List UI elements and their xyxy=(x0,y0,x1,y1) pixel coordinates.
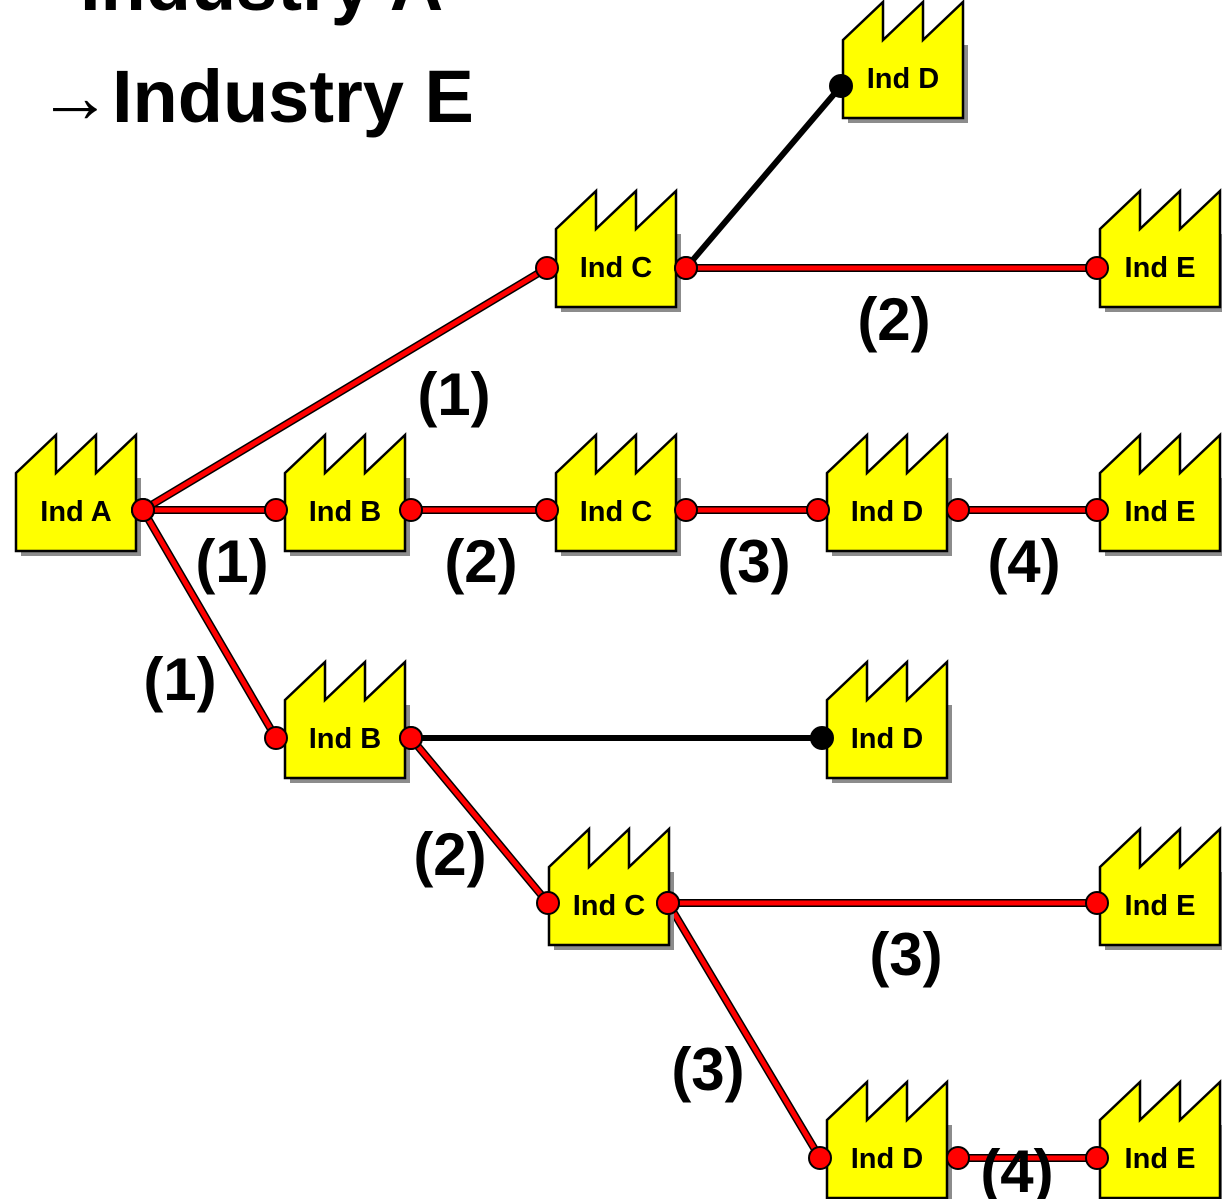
factory-node-d4: Ind D xyxy=(825,1079,952,1199)
factory-label: Ind C xyxy=(580,496,653,528)
connector-dots-layer xyxy=(131,74,1109,1170)
nodes-layer: Ind A Ind C Ind D Ind E Ind B Ind C Ind D Ind E… xyxy=(14,0,1222,1199)
factory-node-d1: Ind D xyxy=(841,0,968,123)
factory-label: Ind D xyxy=(851,1143,924,1175)
factory-node-e4: Ind E xyxy=(1098,1079,1222,1199)
factory-icon xyxy=(547,826,671,947)
connector-dot-b2-c2-end xyxy=(535,498,559,522)
factory-node-c1: Ind C xyxy=(554,188,681,312)
connector-dot-c1-e1-end xyxy=(1085,256,1109,280)
edge-c1-d1 xyxy=(683,83,844,271)
factory-node-e2: Ind E xyxy=(1098,432,1222,556)
connector-dot-b2-c2-start xyxy=(399,498,423,522)
step-label-b2-c2: (2) xyxy=(444,528,517,595)
factory-label: Ind E xyxy=(1125,890,1196,922)
factory-node-e3: Ind E xyxy=(1098,826,1222,950)
factory-node-c3: Ind C xyxy=(547,826,674,950)
step-label-a-b3: (1) xyxy=(143,646,216,713)
factory-node-a: Ind A xyxy=(14,432,141,556)
factory-label: Ind E xyxy=(1125,1143,1196,1175)
connector-dot-c3-e3-end xyxy=(1085,891,1109,915)
factory-icon xyxy=(825,1079,949,1199)
factory-node-c2: Ind C xyxy=(554,432,681,556)
step-label-b3-c3: (2) xyxy=(413,821,486,888)
connector-dot-d4-e4-start xyxy=(946,1146,970,1170)
connector-dot-a-b2-end xyxy=(264,498,288,522)
step-label-d2-e2: (4) xyxy=(987,528,1060,595)
edge-c3-d4 xyxy=(665,900,823,1161)
factory-icon xyxy=(283,659,407,780)
edges-layer xyxy=(139,83,1101,1162)
connector-dot-c3-d4-end xyxy=(808,1146,832,1170)
factory-icon xyxy=(283,432,407,553)
factory-label: Ind D xyxy=(851,496,924,528)
factory-icon xyxy=(1098,826,1222,947)
factory-label: Ind B xyxy=(309,496,382,528)
connector-dot-c2-d2-end xyxy=(806,498,830,522)
factory-icon xyxy=(554,432,678,553)
edge-a-b3 xyxy=(140,507,279,741)
step-label-a-c1: (1) xyxy=(417,361,490,428)
step-label-a-b2: (1) xyxy=(195,528,268,595)
step-label-c2-d2: (3) xyxy=(717,528,790,595)
factory-icon xyxy=(554,188,678,309)
connector-dot-a-b3-end xyxy=(264,726,288,750)
factory-icon xyxy=(825,659,949,780)
step-label-c1-e1: (2) xyxy=(857,286,930,353)
step-labels-layer: (1) (2) (1) (2) (3) (4) (1) (2) (3) (3) (4) xyxy=(143,286,1060,1199)
edge-b3-c3 xyxy=(408,735,551,906)
step-label-d4-e4: (4) xyxy=(980,1138,1053,1199)
connector-dot-d2-e2-start xyxy=(946,498,970,522)
factory-node-d2: Ind D xyxy=(825,432,952,556)
factory-icon xyxy=(1098,1079,1222,1199)
title-line-2: →Industry E xyxy=(38,55,474,138)
connector-dot-d4-e4-end xyxy=(1085,1146,1109,1170)
factory-label: Ind A xyxy=(40,496,111,528)
connector-dot-c1-e1-start xyxy=(674,256,698,280)
factory-icon xyxy=(1098,432,1222,553)
factory-icon xyxy=(825,432,949,553)
edge-a-c1 xyxy=(140,265,550,513)
connector-dot-d2-e2-end xyxy=(1085,498,1109,522)
step-label-c3-d4: (3) xyxy=(671,1036,744,1103)
factory-node-b3: Ind B xyxy=(283,659,410,783)
title-line-1: Industry A xyxy=(80,0,443,26)
factory-icon xyxy=(841,0,965,120)
factory-icon xyxy=(1098,188,1222,309)
connector-dot-c1-d1-end xyxy=(829,74,853,98)
connector-dot-c3-d4-start xyxy=(656,891,680,915)
connector-dot-a-b3-start xyxy=(131,498,155,522)
factory-label: Ind C xyxy=(580,252,653,284)
connector-dot-c2-d2-start xyxy=(674,498,698,522)
factory-node-e1: Ind E xyxy=(1098,188,1222,312)
factory-label: Ind C xyxy=(573,890,646,922)
connector-dot-b3-c3-start xyxy=(399,726,423,750)
connector-dot-a-c1-end xyxy=(535,256,559,280)
factory-label: Ind E xyxy=(1125,496,1196,528)
connector-dot-b3-d3-end xyxy=(810,726,834,750)
factory-label: Ind E xyxy=(1125,252,1196,284)
factory-node-b2: Ind B xyxy=(283,432,410,556)
factory-label: Ind D xyxy=(867,63,940,95)
diagram-title: Industry A →Industry E xyxy=(38,0,474,138)
factory-label: Ind B xyxy=(309,723,382,755)
factory-icon xyxy=(14,432,138,553)
factory-label: Ind D xyxy=(851,723,924,755)
connector-dot-b3-c3-end xyxy=(536,891,560,915)
factory-node-d3: Ind D xyxy=(825,659,952,783)
step-label-c3-e3: (3) xyxy=(869,921,942,988)
